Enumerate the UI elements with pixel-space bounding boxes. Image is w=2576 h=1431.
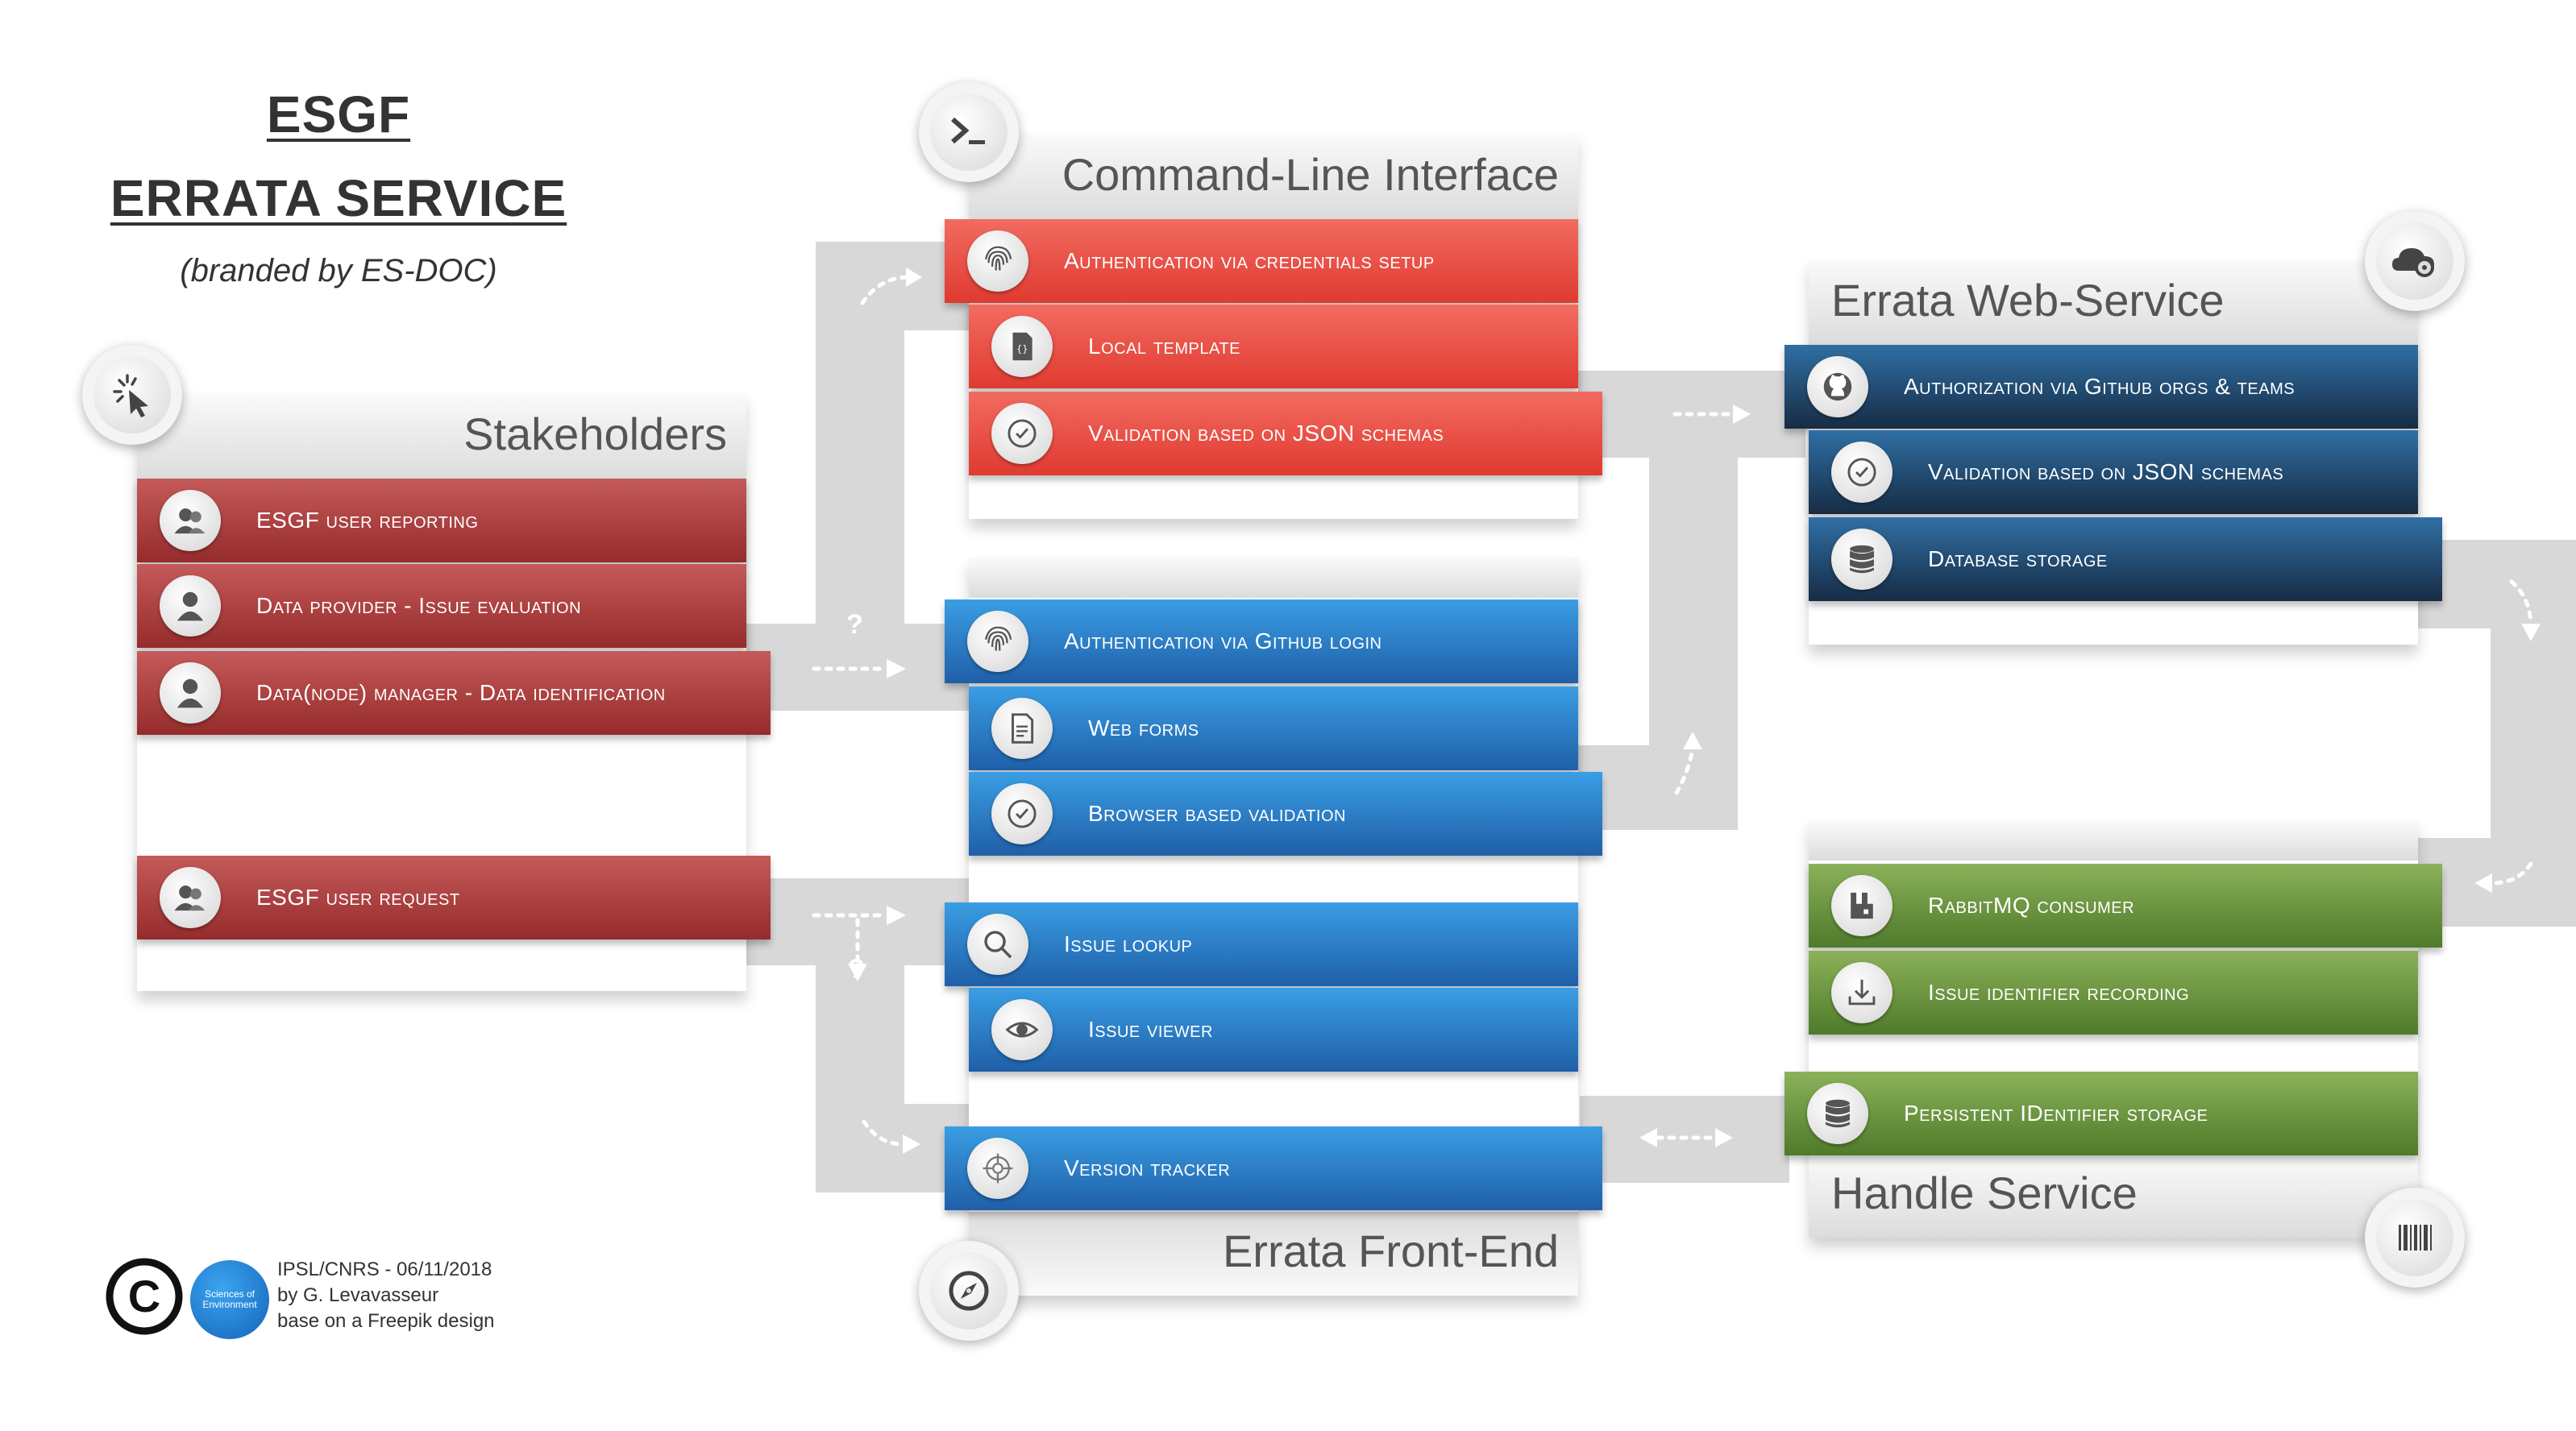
cli-header: Command-Line Interface	[969, 134, 1578, 219]
users-icon	[160, 867, 221, 928]
download-icon	[1831, 962, 1893, 1023]
frontend-item-version-tracker: Version tracker	[945, 1126, 1602, 1210]
frontend-header: Errata Front-End	[969, 1212, 1578, 1296]
frontend-item-label: Web forms	[1088, 716, 1199, 740]
cli-item-label: Local template	[1088, 334, 1240, 359]
fingerprint-icon	[967, 230, 1028, 292]
webservice-item-label: Validation based on JSON schemas	[1928, 459, 2284, 484]
frontend-badge	[919, 1241, 1019, 1341]
handle-item-label: Issue identifier recording	[1928, 980, 2190, 1005]
rabbitmq-icon	[1831, 875, 1893, 936]
handle-badge	[2365, 1188, 2465, 1288]
stakeholders-badge	[82, 345, 182, 445]
database-icon	[1807, 1083, 1868, 1144]
cli-badge	[919, 82, 1019, 182]
cli-title: Command-Line Interface	[1062, 149, 1559, 200]
cli-item-local-template: {} Local template	[969, 305, 1578, 388]
handle-item-label: Persistent IDentifier storage	[1904, 1101, 2208, 1126]
credits-line-1: IPSL/CNRS - 06/11/2018	[277, 1259, 492, 1280]
cli-item-validation: Validation based on JSON schemas	[969, 392, 1602, 475]
title-line-1: ESGF	[266, 85, 411, 143]
stakeholder-esgf-user-request: ESGF user request	[137, 856, 771, 939]
github-icon	[1807, 356, 1868, 417]
barcode-icon	[2399, 1225, 2432, 1251]
frontend-item-label: Issue viewer	[1088, 1017, 1213, 1042]
stakeholder-label: Data(node) manager - Data identification	[256, 680, 666, 705]
check-circle-icon	[1831, 442, 1893, 503]
credits-line-2: by G. Levavasseur	[277, 1284, 439, 1306]
stakeholder-label: Data provider - Issue evaluation	[256, 593, 582, 618]
handle-header: Handle Service	[1809, 1155, 2418, 1238]
frontend-item-label: Version tracker	[1064, 1155, 1231, 1180]
cloud-gear-icon	[2392, 248, 2434, 277]
handle-title: Handle Service	[1831, 1168, 2138, 1218]
database-icon	[1831, 529, 1893, 590]
user-icon	[160, 662, 221, 724]
svg-text:?: ?	[846, 609, 863, 640]
magnifier-icon	[967, 914, 1028, 975]
copyright-icon: C	[105, 1257, 184, 1336]
frontend-item-browser-validation: Browser based validation	[969, 772, 1602, 856]
webservice-item-validation: Validation based on JSON schemas	[1809, 430, 2418, 514]
stakeholder-label: ESGF user reporting	[256, 508, 479, 533]
svg-text:?: ?	[848, 954, 865, 985]
frontend-item-authentication: Authentication via Github login	[945, 599, 1578, 683]
frontend-item-label: Authentication via Github login	[1064, 628, 1382, 653]
webservice-item-label: Authorization via Github orgs & teams	[1904, 374, 2296, 399]
cli-item-label: Authentication via credentials setup	[1064, 248, 1435, 273]
check-circle-icon	[991, 403, 1053, 464]
credits: IPSL/CNRS - 06/11/2018 by G. Levavasseur…	[277, 1257, 495, 1334]
handle-item-issue-identifier: Issue identifier recording	[1809, 951, 2418, 1035]
stakeholders-title: Stakeholders	[463, 409, 727, 459]
frontend-item-web-forms: Web forms	[969, 686, 1578, 770]
handle-item-rabbitmq: RabbitMQ consumer	[1809, 864, 2442, 948]
subtitle: (branded by ES-DOC)	[180, 253, 497, 288]
handle-item-pid-storage: Persistent IDentifier storage	[1785, 1072, 2418, 1155]
handle-header-top	[1809, 820, 2418, 861]
check-circle-icon	[991, 783, 1053, 844]
fingerprint-icon	[967, 611, 1028, 672]
webservice-item-authorization: Authorization via Github orgs & teams	[1785, 345, 2418, 429]
cursor-click-icon	[113, 374, 148, 417]
title-line-2: ERRATA SERVICE	[110, 169, 567, 227]
webservice-header: Errata Web-Service	[1809, 259, 2418, 345]
stakeholder-label: ESGF user request	[256, 885, 460, 910]
webservice-badge	[2365, 211, 2465, 311]
stakeholders-header: Stakeholders	[137, 393, 746, 479]
webservice-title: Errata Web-Service	[1831, 275, 2225, 326]
svg-text:{}: {}	[1016, 343, 1028, 355]
stakeholder-esgf-user-reporting: ESGF user reporting	[137, 479, 746, 562]
frontend-item-label: Issue lookup	[1064, 931, 1193, 956]
cli-item-label: Validation based on JSON schemas	[1088, 421, 1444, 446]
webservice-item-label: Database storage	[1928, 546, 2108, 571]
stakeholder-data-provider: Data provider - Issue evaluation	[137, 564, 746, 648]
svg-text:C: C	[128, 1271, 160, 1321]
frontend-item-label: Browser based validation	[1088, 801, 1346, 826]
credits-line-3: base on a Freepik design	[277, 1310, 495, 1332]
frontend-title: Errata Front-End	[1222, 1226, 1559, 1276]
title-block: ESGF ERRATA SERVICE (branded by ES-DOC)	[64, 73, 613, 289]
stakeholder-data-node-manager: Data(node) manager - Data identification	[137, 651, 771, 735]
ipsl-logo: Sciences of Environment	[190, 1260, 269, 1339]
frontend-item-issue-lookup: Issue lookup	[945, 902, 1578, 986]
eye-icon	[991, 999, 1053, 1060]
users-icon	[160, 490, 221, 551]
compass-icon	[949, 1271, 989, 1311]
frontend-item-issue-viewer: Issue viewer	[969, 988, 1578, 1072]
handle-item-label: RabbitMQ consumer	[1928, 893, 2135, 918]
terminal-icon	[951, 117, 985, 144]
cli-item-authentication: Authentication via credentials setup	[945, 219, 1578, 303]
logo-text: Sciences of Environment	[202, 1288, 257, 1310]
template-file-icon: {}	[991, 316, 1053, 377]
webservice-item-database: Database storage	[1809, 517, 2442, 601]
frontend-header-top	[969, 558, 1578, 598]
crosshair-icon	[967, 1138, 1028, 1199]
form-icon	[991, 698, 1053, 759]
user-icon	[160, 575, 221, 637]
